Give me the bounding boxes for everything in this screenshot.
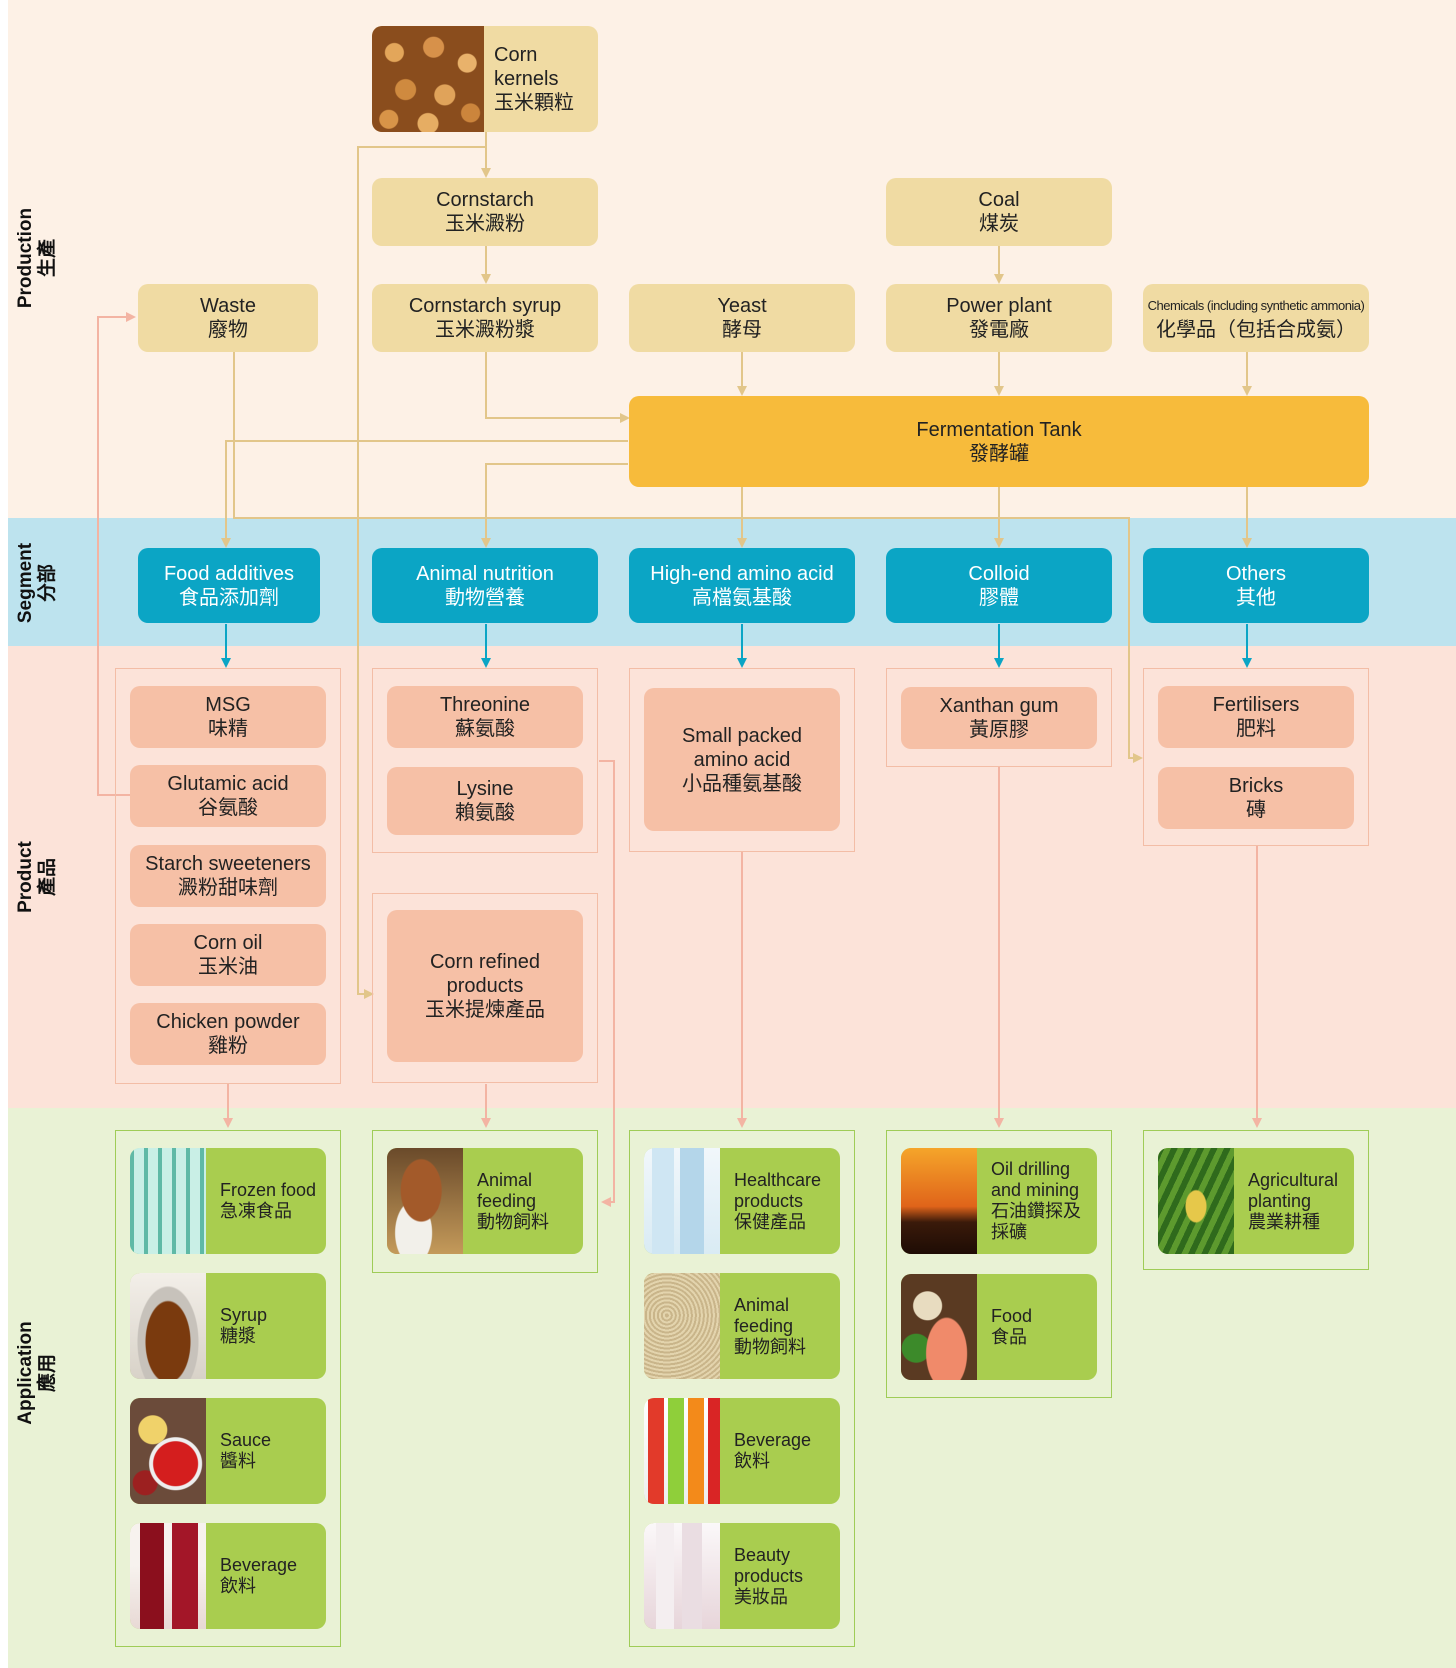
food-products-frame xyxy=(115,668,341,1084)
cosmetics-photo xyxy=(644,1523,720,1629)
soda-bottles-photo xyxy=(644,1398,720,1504)
arrow-glutamic-to-waste xyxy=(97,312,136,796)
arrow-animal-products-to-feeding xyxy=(599,760,615,1207)
amino-apps-frame xyxy=(629,1130,855,1647)
arrow-tank-to-animal-nutrition xyxy=(481,463,628,548)
healthcare-bottles-photo xyxy=(644,1148,720,1254)
frozen-food-photo xyxy=(130,1148,206,1254)
arrow-waste-to-bricks xyxy=(233,352,1143,763)
syrup-photo xyxy=(130,1273,206,1379)
chicken-photo xyxy=(387,1148,463,1254)
animal-products-frame xyxy=(372,668,598,853)
arrow-corn-to-corn-refined xyxy=(357,132,487,999)
amino-products-frame xyxy=(629,668,855,852)
food-photo xyxy=(901,1274,977,1380)
others-apps-frame xyxy=(1143,1130,1369,1270)
arrow-syrup-to-tank xyxy=(485,352,630,423)
colloid-products-frame xyxy=(886,668,1112,767)
corn-kernels-box: Corn kernels 玉米顆粒 xyxy=(372,26,598,132)
oil-rig-photo xyxy=(901,1148,977,1254)
arrow-tank-to-food-additives xyxy=(221,440,628,548)
corn-refined-frame xyxy=(372,893,598,1083)
corn-kernels-photo xyxy=(372,26,484,132)
others-products-frame xyxy=(1143,668,1369,846)
colloid-apps-frame xyxy=(886,1130,1112,1398)
food-apps-frame xyxy=(115,1130,341,1647)
corn-field-photo xyxy=(1158,1148,1234,1254)
feed-grain-photo xyxy=(644,1273,720,1379)
beverage-photo xyxy=(130,1523,206,1629)
animal-apps-frame xyxy=(372,1130,598,1273)
chemicals-box: Chemicals (including synthetic ammonia)化… xyxy=(1143,284,1369,352)
sauce-photo xyxy=(130,1398,206,1504)
